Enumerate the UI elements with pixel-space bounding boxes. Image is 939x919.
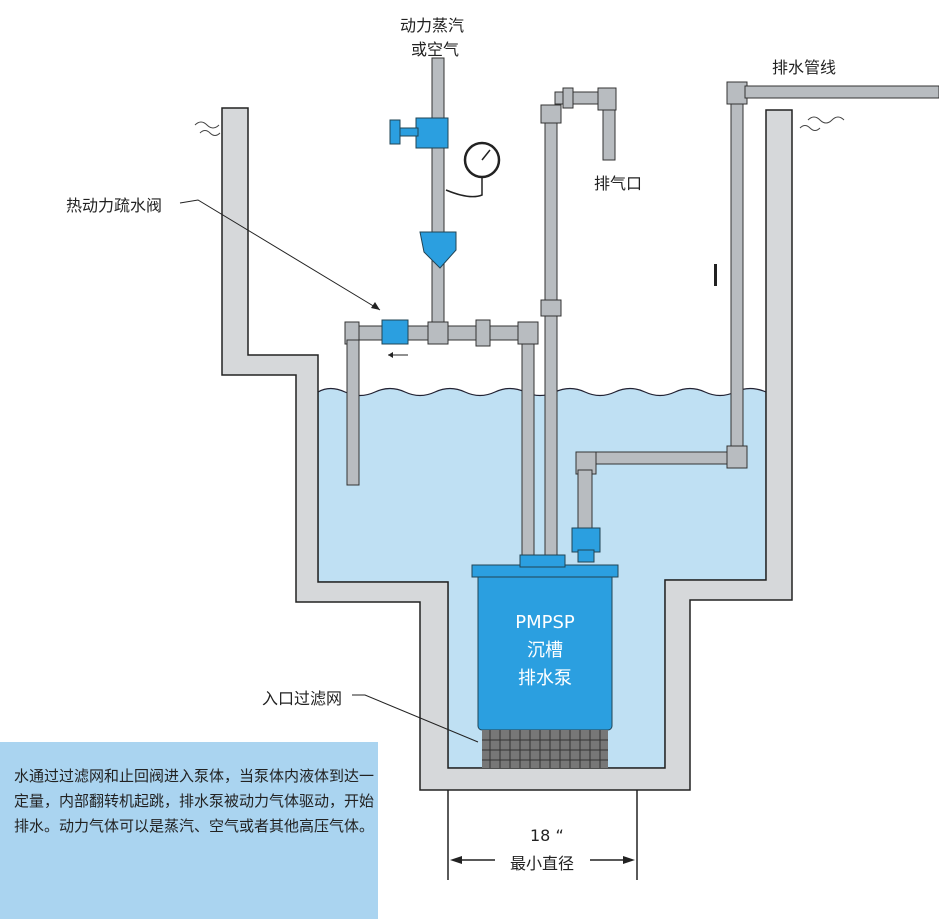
trap-valve-label: 热动力疏水阀 xyxy=(66,196,163,215)
ground-marks xyxy=(194,116,845,136)
steam-air-label-2: 或空气 xyxy=(411,40,460,59)
diameter-label: 最小直径 xyxy=(510,854,575,873)
drain-line-label: 排水管线 xyxy=(772,58,837,77)
pit-wall-left xyxy=(221,107,793,791)
steam-air-label-1: 动力蒸汽 xyxy=(400,16,465,35)
pump-line-1: 沉槽 xyxy=(527,640,563,661)
info-box: 水通过过滤网和止回阀进入泵体，当泵体内液体到达一定量，内部翻转机起跳，排水泵被动… xyxy=(0,742,378,919)
pump-line-2: 排水泵 xyxy=(518,668,572,689)
diameter-value: 18 “ xyxy=(530,826,564,845)
pump-model: PMPSP xyxy=(515,612,575,633)
strainer xyxy=(419,231,457,269)
gate-valve xyxy=(415,117,449,149)
thermodynamic-trap xyxy=(381,319,409,345)
discharge-pipe xyxy=(730,91,744,461)
description-text: 水通过过滤网和止回阀进入泵体，当泵体内液体到达一定量，内部翻转机起跳，排水泵被动… xyxy=(14,767,375,835)
exhaust-pipe xyxy=(544,111,558,563)
motive-pipe xyxy=(521,329,535,561)
trap-drain-pipe xyxy=(346,339,360,486)
exhaust-label: 排气口 xyxy=(594,174,643,193)
inlet-screen xyxy=(482,730,608,768)
check-valve xyxy=(571,527,601,553)
trap-leader xyxy=(179,199,381,311)
inlet-screen-label: 入口过滤网 xyxy=(262,689,343,708)
steam-pipe xyxy=(431,57,445,339)
screen-leader xyxy=(352,694,479,743)
